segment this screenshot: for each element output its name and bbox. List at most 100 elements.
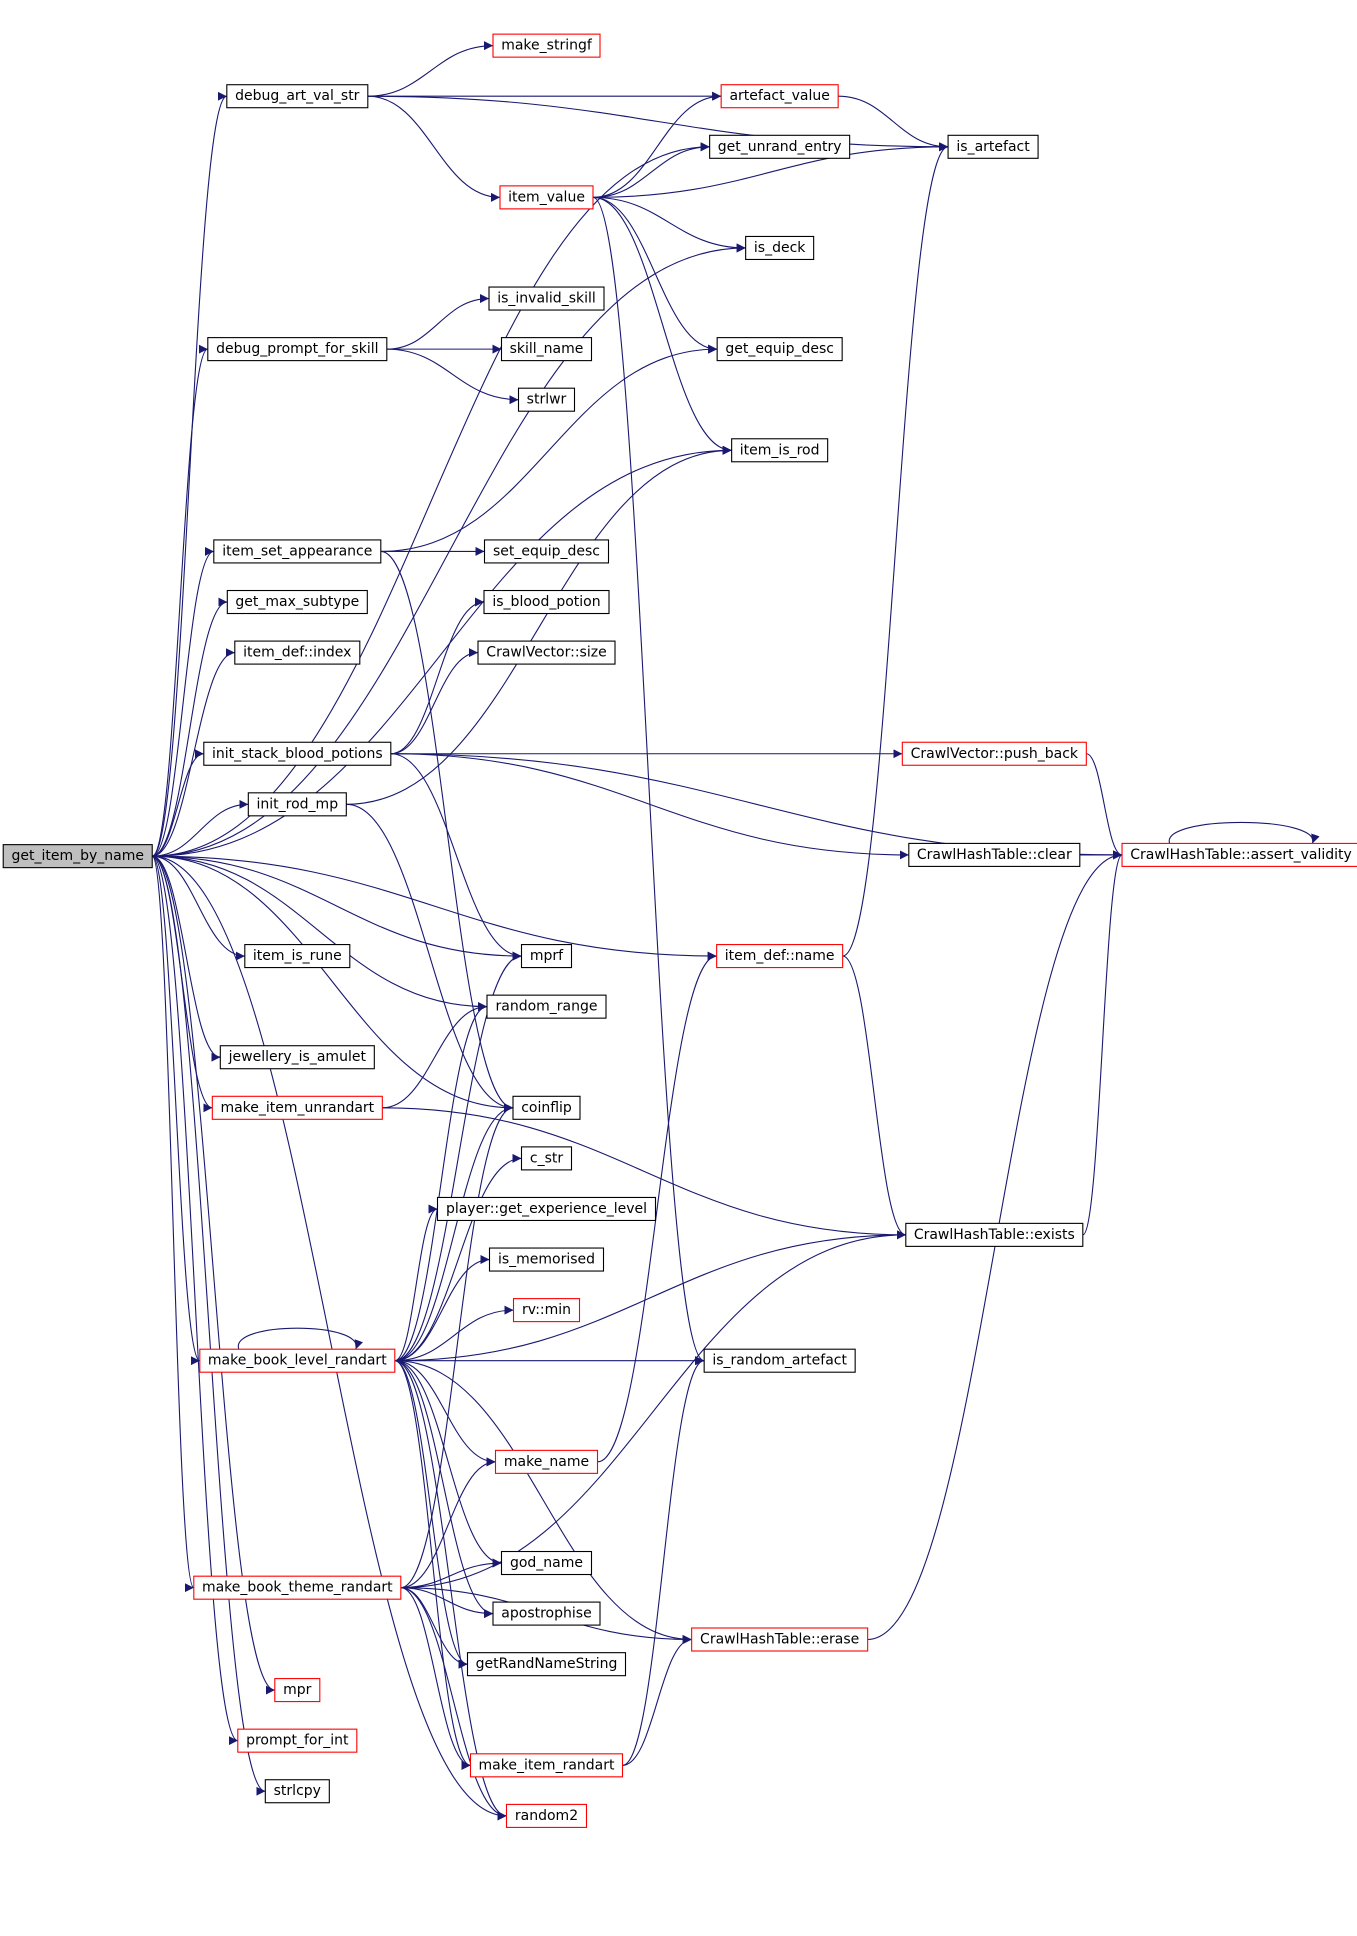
node-n26[interactable]: mprf bbox=[520, 944, 573, 969]
node-box bbox=[274, 1678, 321, 1703]
node-root[interactable]: get_item_by_name bbox=[2, 844, 153, 869]
node-label: getRandNameString bbox=[476, 1656, 618, 1672]
node-n48[interactable]: strlcpy bbox=[264, 1779, 330, 1804]
node-n12[interactable]: strlwr bbox=[517, 387, 576, 412]
edge-n43-n24 bbox=[867, 850, 1123, 1641]
node-n41[interactable]: make_book_theme_randart bbox=[193, 1575, 402, 1600]
edge-n37-n47 bbox=[394, 1360, 471, 1770]
node-n6[interactable]: item_value bbox=[499, 185, 594, 210]
node-label: apostrophise bbox=[501, 1606, 591, 1622]
edge-n37-n35 bbox=[394, 1255, 490, 1362]
edge-root-n49 bbox=[152, 855, 507, 1821]
node-n9[interactable]: debug_prompt_for_skill bbox=[207, 337, 388, 362]
node-n14[interactable]: item_set_appearance bbox=[213, 539, 382, 564]
node-label: random_range bbox=[495, 999, 597, 1015]
node-n42[interactable]: apostrophise bbox=[492, 1601, 601, 1626]
node-n27[interactable]: item_def::name bbox=[716, 944, 844, 969]
node-n35[interactable]: is_memorised bbox=[488, 1247, 605, 1272]
edge-n24-n24 bbox=[1169, 821, 1320, 844]
edge-root-n20 bbox=[152, 749, 204, 857]
node-n8[interactable]: is_invalid_skill bbox=[488, 286, 605, 311]
node-n20[interactable]: init_stack_blood_potions bbox=[203, 741, 392, 766]
node-n4[interactable]: get_unrand_entry bbox=[709, 134, 851, 159]
node-n24[interactable]: CrawlHashTable::assert_validity bbox=[1121, 842, 1357, 867]
node-n2[interactable]: make_stringf bbox=[492, 33, 601, 58]
node-n46[interactable]: prompt_for_int bbox=[237, 1728, 358, 1753]
node-label: make_item_randart bbox=[479, 1757, 615, 1773]
node-n23[interactable]: CrawlHashTable::clear bbox=[908, 842, 1081, 867]
node-n47[interactable]: make_item_randart bbox=[469, 1753, 624, 1778]
edge-root-n26 bbox=[152, 855, 522, 961]
node-n39[interactable]: make_name bbox=[494, 1449, 599, 1474]
node-n18[interactable]: item_def::index bbox=[234, 640, 361, 665]
edge-n37-n31 bbox=[394, 1103, 514, 1362]
node-n22[interactable]: init_rod_mp bbox=[247, 792, 347, 817]
node-box bbox=[466, 1652, 627, 1677]
node-label: item_def::name bbox=[725, 948, 835, 964]
node-box bbox=[947, 134, 1039, 159]
edge-root-n48 bbox=[152, 855, 266, 1796]
node-n25[interactable]: item_is_rune bbox=[244, 944, 351, 969]
node-n45[interactable]: mpr bbox=[274, 1678, 321, 1703]
edge-n21-n24 bbox=[1086, 753, 1123, 860]
edge-n6-n7 bbox=[593, 196, 746, 253]
node-n33[interactable]: player::get_experience_level bbox=[436, 1196, 657, 1222]
node-n40[interactable]: god_name bbox=[500, 1550, 593, 1576]
node-n31[interactable]: coinflip bbox=[512, 1095, 581, 1120]
node-box bbox=[512, 1298, 581, 1323]
node-n32[interactable]: c_str bbox=[520, 1146, 573, 1171]
edge-n20-n24 bbox=[390, 753, 1123, 860]
edge-n41-n31 bbox=[400, 1103, 514, 1589]
node-label: is_artefact bbox=[956, 139, 1030, 155]
node-n44[interactable]: getRandNameString bbox=[466, 1652, 627, 1677]
node-n36[interactable]: rv::min bbox=[512, 1298, 581, 1323]
node-box bbox=[520, 1146, 573, 1171]
node-box bbox=[499, 185, 594, 210]
node-label: random2 bbox=[515, 1808, 578, 1824]
edge-n9-n12 bbox=[386, 348, 519, 405]
node-label: init_stack_blood_potions bbox=[212, 746, 383, 762]
node-box bbox=[745, 235, 815, 261]
node-n38[interactable]: is_random_artefact bbox=[703, 1348, 856, 1373]
node-label: debug_prompt_for_skill bbox=[216, 341, 378, 357]
node-n34[interactable]: CrawlHashTable::exists bbox=[905, 1222, 1084, 1247]
node-n49[interactable]: random2 bbox=[505, 1803, 588, 1828]
node-label: is_deck bbox=[754, 240, 806, 256]
node-box bbox=[207, 337, 388, 362]
node-label: player::get_experience_level bbox=[446, 1201, 647, 1217]
node-box bbox=[908, 842, 1081, 867]
node-n30[interactable]: make_item_unrandart bbox=[211, 1095, 383, 1120]
node-box bbox=[517, 387, 576, 412]
node-box bbox=[203, 741, 392, 766]
node-n17[interactable]: is_blood_potion bbox=[483, 589, 610, 615]
node-n43[interactable]: CrawlHashTable::erase bbox=[691, 1627, 869, 1652]
edge-root-n7 bbox=[152, 243, 746, 857]
edge-n37-n44 bbox=[394, 1360, 468, 1669]
node-n15[interactable]: set_equip_desc bbox=[483, 539, 610, 564]
node-n11[interactable]: get_equip_desc bbox=[716, 337, 843, 362]
node-n7[interactable]: is_deck bbox=[745, 235, 815, 261]
edge-root-n31 bbox=[152, 855, 514, 1113]
node-n13[interactable]: item_is_rod bbox=[731, 438, 829, 463]
node-box bbox=[436, 1196, 657, 1222]
node-n28[interactable]: random_range bbox=[486, 994, 607, 1019]
node-n19[interactable]: CrawlVector::size bbox=[477, 640, 616, 665]
node-label: debug_art_val_str bbox=[235, 88, 360, 104]
node-n29[interactable]: jewellery_is_amulet bbox=[219, 1045, 375, 1070]
node-n1[interactable]: debug_art_val_str bbox=[226, 84, 369, 109]
node-box bbox=[211, 1095, 383, 1120]
edge-n20-n26 bbox=[390, 753, 522, 961]
node-box bbox=[237, 1728, 358, 1753]
node-n21[interactable]: CrawlVector::push_back bbox=[901, 741, 1087, 766]
node-n3[interactable]: artefact_value bbox=[720, 84, 839, 109]
node-n37[interactable]: make_book_level_randart bbox=[199, 1348, 396, 1373]
node-box bbox=[264, 1779, 330, 1804]
edge-n30-n28 bbox=[382, 1002, 488, 1109]
node-n16[interactable]: get_max_subtype bbox=[226, 589, 368, 615]
node-label: set_equip_desc bbox=[493, 543, 600, 559]
node-n10[interactable]: skill_name bbox=[500, 337, 593, 362]
edge-n37-n26 bbox=[394, 951, 522, 1362]
node-label: CrawlHashTable::erase bbox=[700, 1632, 859, 1648]
node-n5[interactable]: is_artefact bbox=[947, 134, 1039, 159]
